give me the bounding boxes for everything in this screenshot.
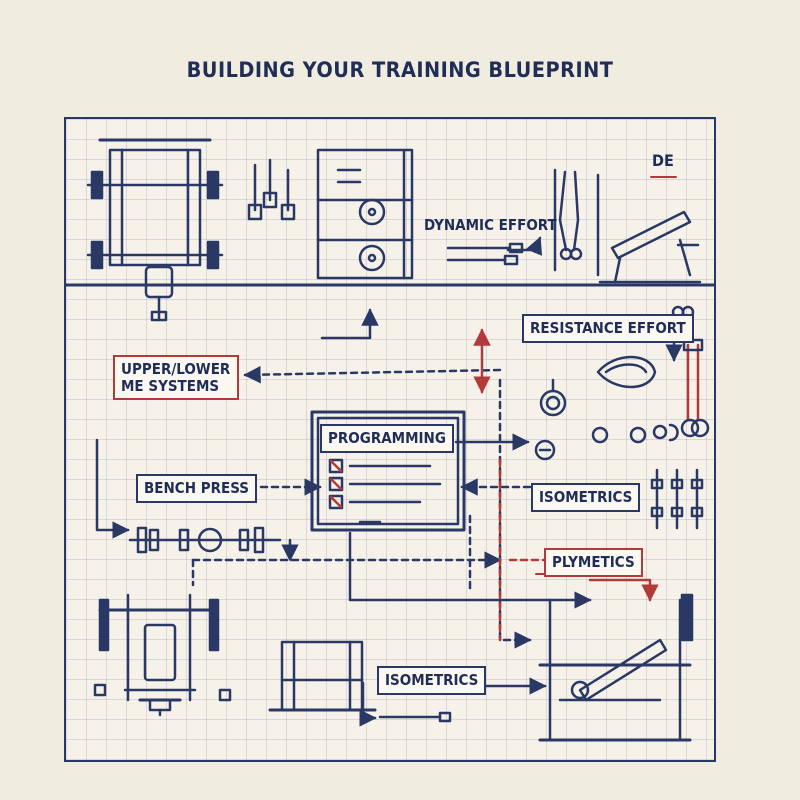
flat-bench-icon — [538, 593, 694, 742]
dashed-connectors-nomarker — [191, 514, 472, 592]
page-title: BUILDING YOUR TRAINING BLUEPRINT — [186, 58, 614, 82]
label-resistance-effort: RESISTANCE EFFORT — [522, 314, 694, 343]
straps-icon — [686, 343, 700, 422]
connector-lines — [95, 236, 683, 727]
kettlebell-icon — [534, 439, 556, 461]
label-upper-lower-line1: UPPER/LOWER — [121, 360, 231, 378]
red-connectors — [473, 328, 659, 642]
label-dynamic-effort: DYNAMIC EFFORT — [424, 216, 557, 234]
incline-bench-icon — [598, 210, 702, 284]
barbell-rack-icon — [446, 242, 524, 266]
squat-rack-icon — [86, 138, 224, 322]
label-upper-lower: UPPER/LOWER ME SYSTEMS — [113, 355, 239, 400]
label-de: DE — [652, 151, 674, 170]
bench-press-station-icon — [93, 593, 232, 717]
cable-handles-icon — [247, 158, 296, 221]
small-bar-icon — [378, 711, 452, 723]
label-upper-lower-line2: ME SYSTEMS — [121, 376, 220, 395]
label-isometrics-right: ISOMETRICS — [531, 483, 641, 512]
label-bench-press: BENCH PRESS — [136, 474, 257, 503]
weight-plate-icon — [539, 378, 567, 417]
label-plymetics: PLYMETICS — [544, 548, 643, 577]
plate-tree-icon — [316, 148, 414, 280]
resistance-band-icon — [553, 168, 600, 277]
dumbbell-rack-icon — [650, 468, 704, 530]
label-programming: PROGRAMMING — [320, 424, 454, 453]
squat-stand-icon — [268, 640, 377, 712]
jump-rope-icon — [596, 355, 657, 389]
programming-board-icon — [310, 410, 466, 532]
dumbbell-icon — [128, 526, 282, 554]
label-isometrics-bottom: ISOMETRICS — [377, 666, 487, 695]
rings-icon — [591, 423, 679, 444]
